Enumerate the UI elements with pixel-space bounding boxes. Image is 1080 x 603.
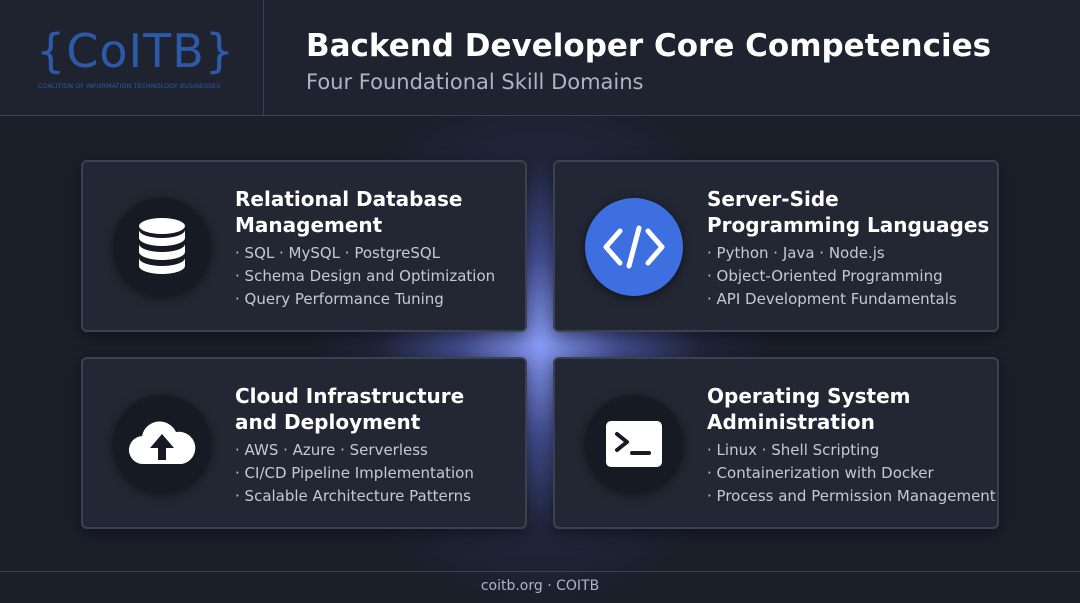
logo-wordmark: {CoITB}	[36, 24, 236, 78]
card-bullets: Python · Java · Node.js Object-Oriented …	[707, 242, 957, 311]
terminal-icon	[606, 421, 662, 467]
icon-badge	[585, 198, 683, 296]
list-item: Object-Oriented Programming	[707, 265, 957, 288]
card-title: Cloud Infrastructure and Deployment	[235, 384, 465, 434]
competency-card-programming: Server-Side Programming Languages Python…	[553, 160, 999, 332]
icon-badge	[585, 395, 683, 493]
icon-badge	[113, 395, 211, 493]
card-title: Relational Database Management	[235, 187, 463, 237]
logo: {CoITB} COALITION OF INFORMATION TECHNOL…	[0, 0, 264, 116]
list-item: CI/CD Pipeline Implementation	[235, 462, 474, 485]
footer-text: coitb.org · COITB	[480, 578, 600, 594]
header-bar: {CoITB} COALITION OF INFORMATION TECHNOL…	[0, 0, 1080, 116]
list-item: Linux · Shell Scripting	[707, 439, 996, 462]
competency-card-cloud: Cloud Infrastructure and Deployment AWS …	[81, 357, 527, 529]
card-title: Operating System Administration	[707, 384, 911, 434]
list-item: Query Performance Tuning	[235, 288, 495, 311]
card-bullets: AWS · Azure · Serverless CI/CD Pipeline …	[235, 439, 474, 508]
list-item: Schema Design and Optimization	[235, 265, 496, 288]
list-item: AWS · Azure · Serverless	[235, 439, 474, 462]
footer-divider	[0, 571, 1080, 572]
competency-card-os: Operating System Administration Linux · …	[553, 357, 999, 529]
page-title: Backend Developer Core Competencies	[306, 28, 992, 64]
list-item: API Development Fundamentals	[707, 288, 957, 311]
database-icon	[139, 218, 185, 274]
card-title: Server-Side Programming Languages	[707, 187, 990, 237]
cloud-upload-icon	[128, 421, 196, 465]
competency-card-database: Relational Database Management SQL · MyS…	[81, 160, 527, 332]
list-item: SQL · MySQL · PostgreSQL	[235, 242, 495, 265]
icon-badge	[113, 198, 211, 296]
list-item: Python · Java · Node.js	[707, 242, 957, 265]
list-item: Process and Permission Management	[707, 485, 996, 508]
card-bullets: SQL · MySQL · PostgreSQL Schema Design a…	[235, 242, 496, 311]
code-icon	[603, 225, 665, 269]
logo-subtitle: COALITION OF INFORMATION TECHNOLOGY BUSI…	[38, 83, 221, 90]
list-item: Containerization with Docker	[707, 462, 996, 485]
page-subtitle: Four Foundational Skill Domains	[306, 70, 644, 94]
card-bullets: Linux · Shell Scripting Containerization…	[707, 439, 996, 508]
list-item: Scalable Architecture Patterns	[235, 485, 474, 508]
